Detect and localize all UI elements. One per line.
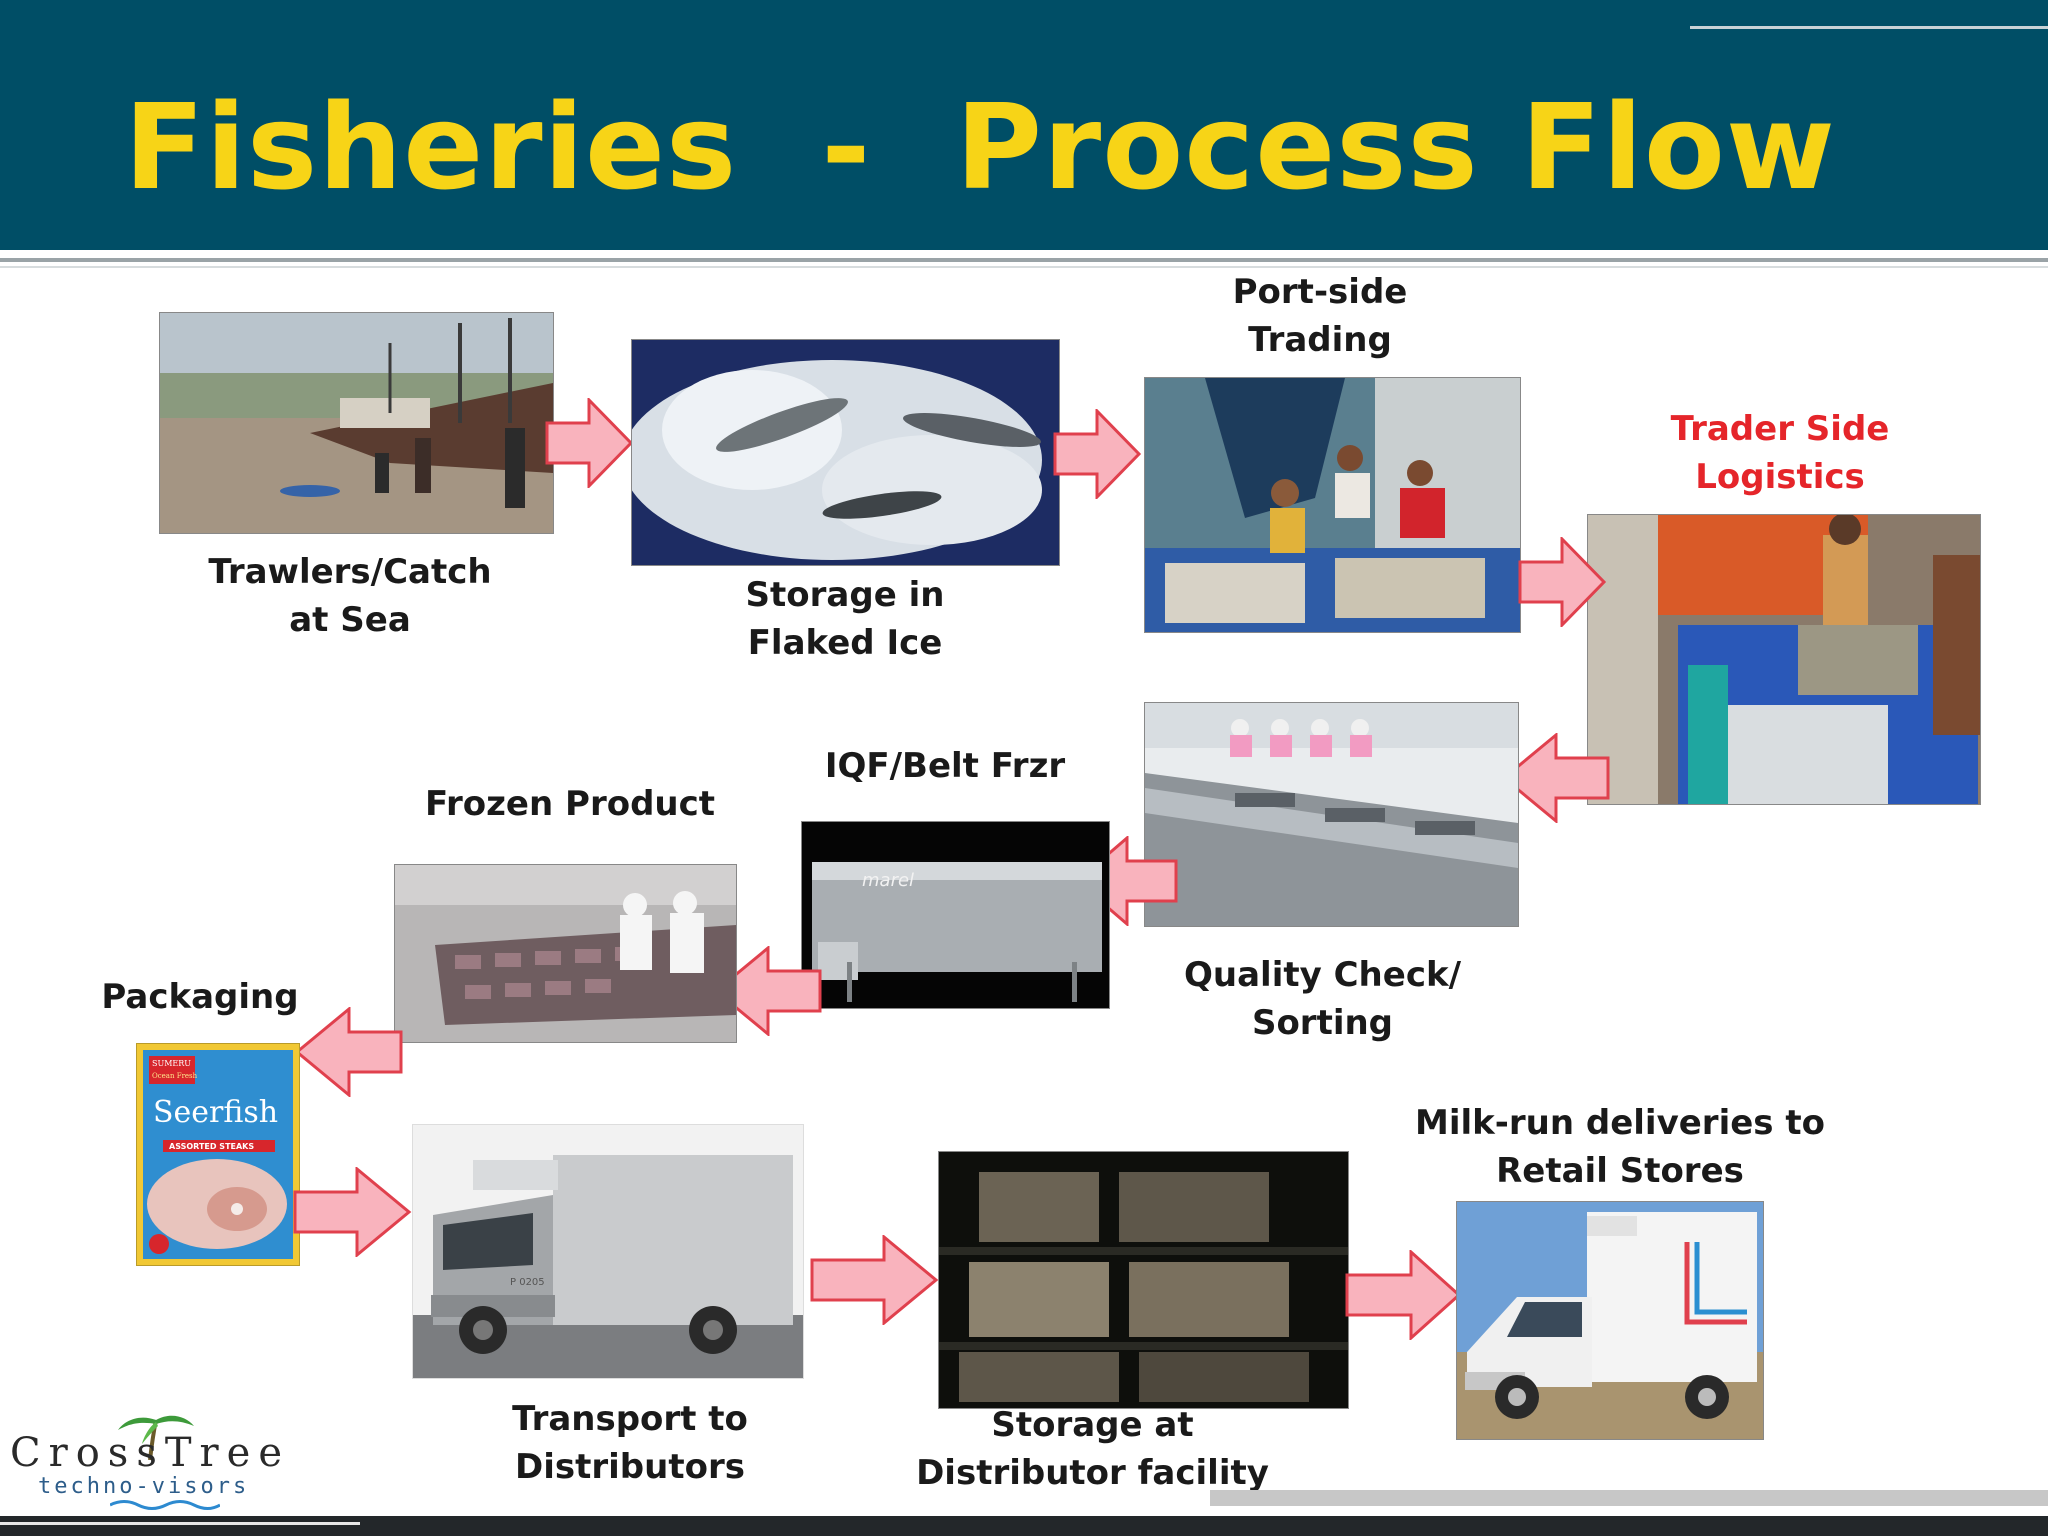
water-wave-icon (110, 1500, 220, 1510)
step-label-trawlers: Trawlers/Catch at Sea (208, 552, 492, 640)
flow-arrow-right-icon (1345, 1250, 1462, 1340)
iqf-freezer-photo: marel (801, 821, 1110, 1009)
crosstree-logo: CrossTree techno-visors (10, 1412, 282, 1512)
footer-gray-strip (1210, 1490, 2048, 1506)
header-accent-line (1690, 26, 2048, 29)
pack-brand-text: SUMERU (152, 1059, 191, 1068)
pack-product-text: Seerfish (153, 1095, 278, 1130)
step-label-portside: Port-side Trading (1232, 272, 1408, 360)
flow-arrow-right-icon (810, 1235, 939, 1325)
truck-plate-text: P 0205 (510, 1277, 545, 1288)
title-banner: Fisheries - Process Flow (0, 0, 2048, 250)
flow-arrow-right-icon (1518, 537, 1607, 627)
step-label-transport: Transport to Distributors (512, 1399, 748, 1487)
trader-logistics-photo (1587, 514, 1981, 805)
pack-line-text: Ocean Fresh (152, 1072, 198, 1080)
flow-arrow-right-icon (293, 1167, 412, 1257)
footer-bar (0, 1516, 2048, 1536)
logo-main-text: CrossTree (10, 1430, 291, 1476)
flaked-ice-photo (631, 339, 1060, 566)
pack-variant-text: ASSORTED STEAKS (169, 1142, 254, 1151)
distributor-truck-photo: P 0205 (412, 1124, 804, 1379)
trawlers-photo (159, 312, 554, 534)
step-label-frozen: Frozen Product (424, 784, 716, 824)
flow-arrow-left-icon (713, 946, 822, 1036)
header-separator-thin (0, 266, 2048, 268)
freezer-brand-text: marel (862, 870, 914, 891)
step-label-quality: Quality Check/ Sorting (1183, 955, 1461, 1043)
flow-arrow-left-icon (294, 1007, 403, 1097)
flow-arrow-right-icon (545, 398, 634, 488)
distributor-storage-photo (938, 1151, 1349, 1409)
portside-trading-photo (1144, 377, 1521, 633)
milkrun-truck-photo (1456, 1201, 1764, 1440)
header-separator (0, 258, 2048, 262)
palm-tree-icon (118, 1415, 194, 1461)
packaging-photo: SUMERU Ocean Fresh Seerfish ASSORTED STE… (136, 1043, 300, 1266)
step-label-milkrun: Milk-run deliveries to Retail Stores (1415, 1103, 1825, 1191)
step-label-storage-distributor: Storage at Distributor facility (916, 1405, 1269, 1493)
flow-arrow-left-icon (1501, 733, 1610, 823)
quality-check-photo (1144, 702, 1519, 927)
footer-accent-line (0, 1522, 360, 1525)
slide-title: Fisheries - Process Flow (124, 78, 1836, 216)
step-label-packaging: Packaging (101, 977, 299, 1017)
step-label-trader-logistics: Trader Side Logistics (1670, 409, 1890, 497)
logo-sub-text: techno-visors (38, 1474, 250, 1499)
flow-arrow-right-icon (1053, 409, 1142, 499)
step-label-iqf: IQF/Belt Frzr (824, 746, 1066, 786)
step-label-storage-ice: Storage in Flaked Ice (745, 575, 945, 663)
frozen-product-photo (394, 864, 737, 1043)
